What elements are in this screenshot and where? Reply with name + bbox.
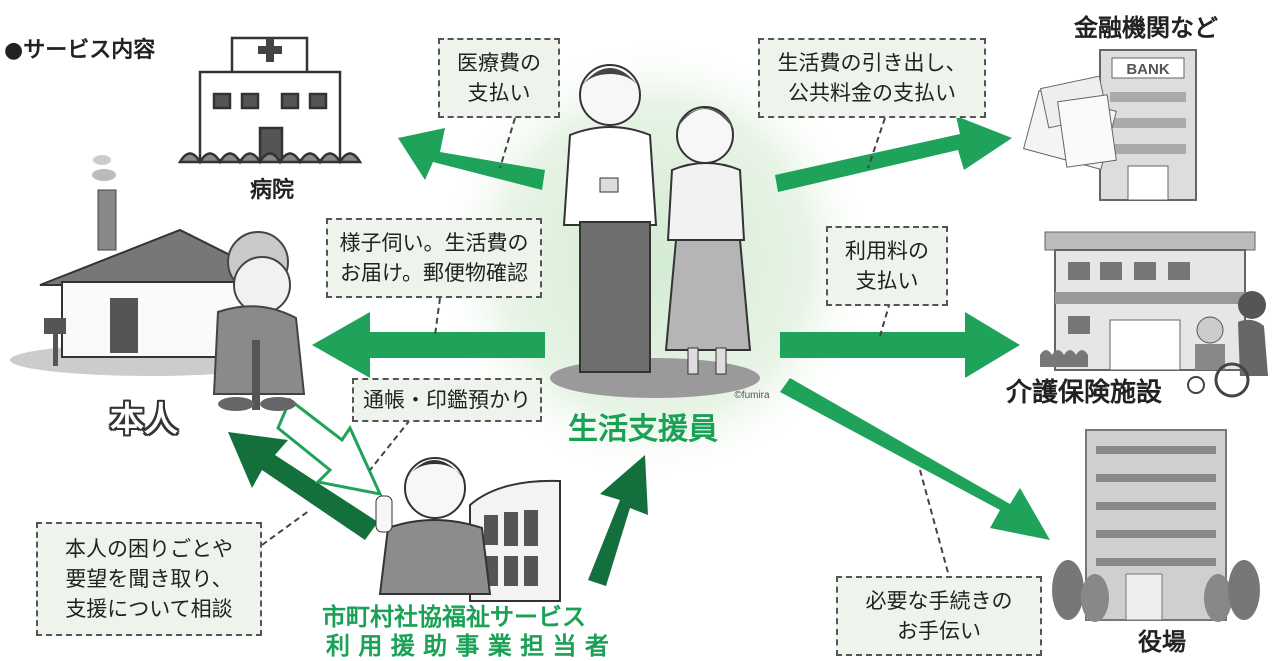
town-hall-building: [1052, 429, 1260, 622]
callout-line: お届け。郵便物確認: [340, 261, 528, 285]
callout-pointers: [261, 117, 951, 581]
arrow-to-hospital: [398, 128, 545, 190]
supporter-label: 生活支援員: [568, 412, 718, 447]
arrow-to-care-facility: [780, 312, 1020, 378]
callout-usage-fee: 利用料の 支払い: [826, 226, 948, 306]
callout-line: お手伝い: [897, 619, 981, 643]
arrow-to-town-hall: [780, 378, 1050, 540]
passbook-and-cards-icon: [1022, 75, 1118, 170]
wheelchair-caregiver-figure: [1187, 291, 1268, 398]
callout-passbook-custody: 通帳・印鑑預かり: [352, 378, 542, 422]
callout-line: 利用料の: [845, 239, 929, 263]
service-title: ●サービス内容: [4, 38, 156, 63]
bank-label: 金融機関など: [1074, 14, 1218, 42]
bank-sign: BANK: [1126, 61, 1169, 78]
callout-procedures: 必要な手続きの お手伝い: [836, 576, 1042, 656]
callout-line: 支援について相談: [65, 597, 233, 621]
hospital-building: [177, 36, 363, 165]
female-supporter-figure: [664, 106, 752, 375]
callout-consultation: 本人の困りごとや 要望を聞き取り、 支援について相談: [36, 522, 262, 636]
arrow-from-coordinator-to-person: [228, 432, 378, 540]
callout-line: 本人の困りごとや: [65, 537, 233, 561]
arrow-to-bank: [775, 116, 1012, 192]
arrow-from-coordinator-to-supporter: [588, 455, 648, 586]
elderly-person-figure: [212, 231, 306, 411]
town-hall-label: 役場: [1138, 628, 1186, 656]
bank-building: [1099, 49, 1197, 201]
illustration-credit: ©fumira: [734, 390, 770, 401]
callout-line: 支払い: [467, 81, 531, 105]
callout-line: 生活費の引き出し、: [777, 51, 967, 75]
callout-medical-payment: 医療費の 支払い: [438, 38, 560, 118]
arrow-to-person: [312, 312, 545, 378]
callout-line: 支払い: [855, 269, 919, 293]
callout-living-expenses: 生活費の引き出し、 公共料金の支払い: [758, 38, 986, 118]
callout-line: 要望を聞き取り、: [65, 567, 233, 591]
care-facility-label: 介護保険施設: [1006, 378, 1163, 408]
coordinator-label-line1: 市町村社協福祉サービス: [322, 603, 586, 631]
callout-line: 公共料金の支払い: [788, 81, 956, 105]
callout-visit-check: 様子伺い。生活費の お届け。郵便物確認: [326, 218, 542, 298]
office-building: [469, 479, 561, 602]
hospital-label: 病院: [250, 178, 295, 203]
person-label: 本人: [110, 400, 178, 440]
coordinator-label-line2: 利 用 援 助 事 業 担 当 者: [326, 632, 609, 660]
callout-line: 必要な手続きの: [865, 589, 1013, 613]
callout-line: 様子伺い。生活費の: [339, 231, 529, 255]
center-glow: [435, 35, 875, 485]
coordinator-figure: [375, 457, 492, 595]
callout-line: 通帳・印鑑預かり: [363, 388, 531, 412]
callout-line: 医療費の: [457, 51, 541, 75]
arrow-passbook-outline: [276, 397, 383, 497]
male-supporter-figure: [562, 64, 658, 373]
